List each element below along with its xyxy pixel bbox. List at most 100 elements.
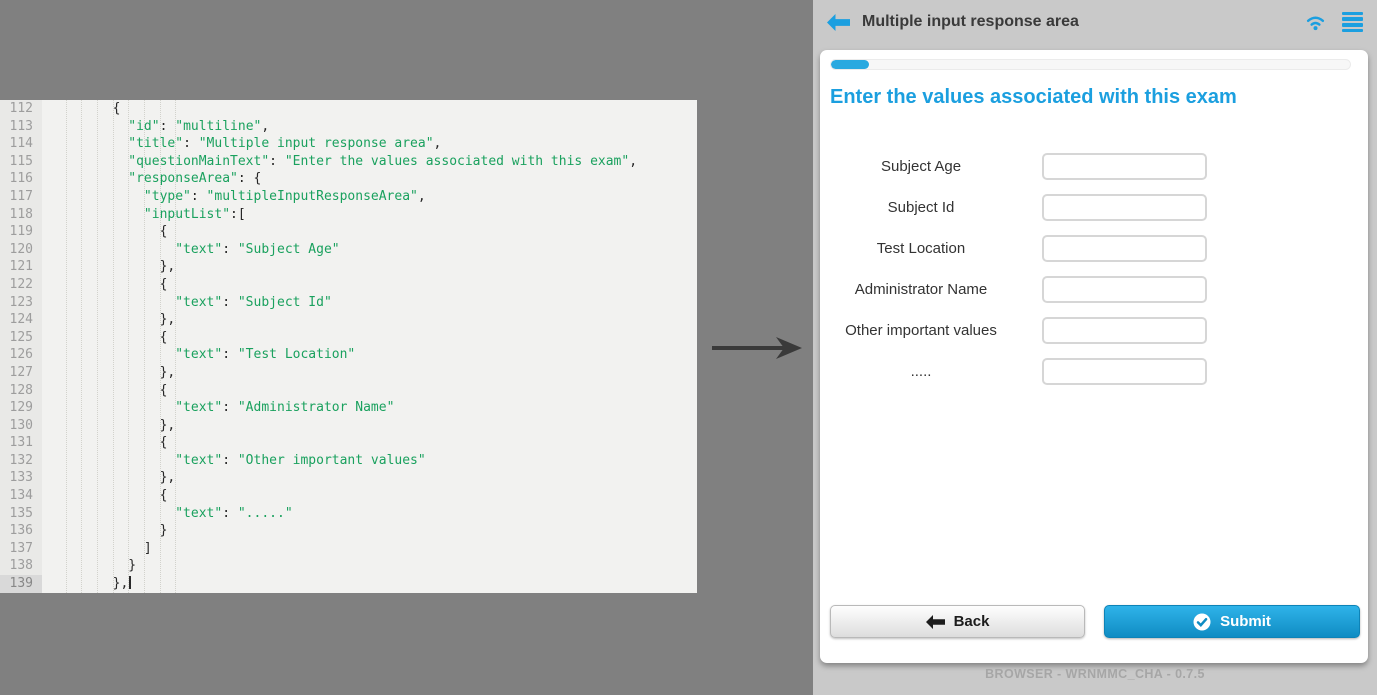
code-line: 128 { [0, 381, 697, 400]
line-number: 134 [0, 487, 42, 505]
line-number: 128 [0, 381, 42, 400]
field-input-subject-id[interactable] [1042, 194, 1207, 221]
back-button[interactable]: Back [830, 605, 1085, 638]
code-line: 136 } [0, 522, 697, 540]
line-number: 132 [0, 451, 42, 470]
code-line: 120 "text": "Subject Age" [0, 240, 697, 259]
line-number: 112 [0, 100, 42, 118]
code-line: 114 "title": "Multiple input response ar… [0, 135, 697, 153]
field-label-administrator-name: Administrator Name [854, 281, 988, 298]
code-text: { [50, 276, 168, 292]
line-number: 123 [0, 293, 42, 312]
line-number: 130 [0, 416, 42, 435]
code-line: 121 }, [0, 258, 697, 276]
code-text: }, [42, 575, 131, 593]
hamburger-menu-icon[interactable] [1340, 10, 1365, 35]
field-input-other-important-values[interactable] [1042, 317, 1207, 344]
check-circle-icon [1193, 613, 1211, 630]
code-text: } [50, 523, 168, 539]
text-caret [129, 576, 131, 590]
field-label-other-important-values: Other important values [845, 322, 997, 339]
code-line: 112 { [0, 100, 697, 118]
app-preview-panel: Multiple input response area Enter the v… [813, 0, 1377, 695]
line-number: 119 [0, 223, 42, 241]
code-text: { [50, 435, 168, 451]
field-input-test-location[interactable] [1042, 235, 1207, 262]
code-text: "questionMainText": "Enter the values as… [128, 153, 638, 169]
code-text: } [50, 558, 137, 574]
preview-header: Multiple input response area [813, 0, 1377, 44]
code-text: }, [50, 364, 176, 380]
field-label-subject-id: Subject Id [887, 199, 955, 216]
submit-button[interactable]: Submit [1104, 605, 1360, 638]
code-text: "text": "Administrator Name" [175, 400, 395, 416]
code-text: { [50, 224, 168, 240]
code-lines: 112 {113 "id": "multiline",114 "title": … [0, 100, 697, 593]
preview-title: Multiple input response area [862, 13, 1079, 30]
code-text: "title": "Multiple input response area", [128, 136, 442, 152]
code-line: 119 { [0, 223, 697, 241]
form-row: Subject Age [830, 153, 1358, 180]
line-number: 129 [0, 399, 42, 417]
code-text: }, [50, 312, 176, 328]
code-text: }, [50, 259, 176, 275]
form-row: Test Location [830, 235, 1358, 262]
wifi-icon [1305, 14, 1326, 31]
code-text: { [50, 101, 121, 116]
code-line: 126 "text": "Test Location" [0, 346, 697, 364]
back-button-label: Back [953, 613, 990, 630]
code-line: 138 } [0, 557, 697, 576]
back-arrow-icon [925, 614, 945, 629]
code-line: 122 { [0, 275, 697, 294]
code-line: 127 }, [0, 363, 697, 382]
code-line: 123 "text": "Subject Id" [0, 293, 697, 312]
form-row: Other important values [830, 317, 1358, 344]
field-input-administrator-name[interactable] [1042, 276, 1207, 303]
question-card: Enter the values associated with this ex… [820, 50, 1368, 663]
code-line: 116 "responseArea": { [0, 170, 697, 188]
line-number: 133 [0, 469, 42, 488]
progress-bar-fill [831, 60, 869, 69]
line-number: 131 [0, 434, 42, 452]
browser-version-text: BROWSER - WRNMMC_CHA - 0.7.5 [985, 667, 1205, 681]
line-number: 135 [0, 504, 42, 523]
line-number: 137 [0, 539, 42, 558]
code-text: }, [50, 417, 176, 433]
line-number: 113 [0, 117, 42, 136]
code-text: { [50, 382, 168, 398]
form-row: Subject Id [830, 194, 1358, 221]
line-number: 120 [0, 240, 42, 259]
line-number: 114 [0, 135, 42, 153]
json-code-editor[interactable]: 112 {113 "id": "multiline",114 "title": … [0, 100, 697, 593]
line-number: 117 [0, 187, 42, 206]
code-text: "id": "multiline", [128, 118, 270, 134]
code-line: 139 }, [0, 575, 697, 593]
field-input-subject-age[interactable] [1042, 153, 1207, 180]
field-input-field-5[interactable] [1042, 358, 1207, 385]
maps-to-arrow-icon [712, 337, 802, 359]
code-line: 129 "text": "Administrator Name" [0, 399, 697, 417]
line-number: 136 [0, 522, 42, 540]
field-label-subject-age: Subject Age [880, 158, 962, 175]
progress-bar [830, 59, 1351, 70]
code-text: "text": "Test Location" [175, 347, 356, 363]
code-line: 135 "text": "....." [0, 504, 697, 523]
code-line: 124 }, [0, 311, 697, 329]
code-line: 130 }, [0, 416, 697, 435]
code-line: 132 "text": "Other important values" [0, 451, 697, 470]
code-line: 134 { [0, 487, 697, 505]
code-text: { [50, 329, 168, 345]
back-arrow-icon[interactable] [827, 13, 850, 31]
question-main-text: Enter the values associated with this ex… [830, 86, 1237, 108]
line-number: 138 [0, 557, 42, 576]
line-number: 116 [0, 170, 42, 188]
line-number: 124 [0, 311, 42, 329]
code-line: 131 { [0, 434, 697, 452]
form-row: ..... [830, 358, 1358, 385]
line-number: 127 [0, 363, 42, 382]
code-line: 133 }, [0, 469, 697, 488]
code-text: "responseArea": { [128, 171, 262, 187]
line-number: 126 [0, 346, 42, 364]
code-text: "text": "Subject Id" [175, 294, 332, 310]
